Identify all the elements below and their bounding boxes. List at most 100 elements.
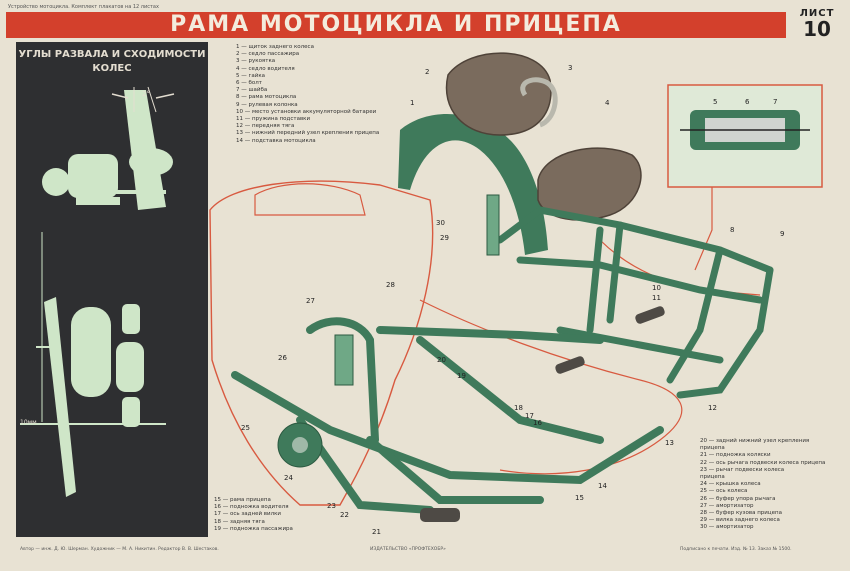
alignment-title: УГЛЫ РАЗВАЛА И СХОДИМОСТИ КОЛЕС bbox=[16, 48, 208, 76]
callout-9: 9 bbox=[780, 230, 784, 238]
callout-8: 8 bbox=[730, 226, 734, 234]
series-note: Устройство мотоцикла. Комплект плакатов … bbox=[8, 4, 159, 10]
callout-21: 21 bbox=[372, 528, 381, 536]
passenger-seat bbox=[445, 52, 552, 136]
alignment-diagram: 2° 10мм bbox=[20, 86, 175, 497]
callout-20: 20 bbox=[437, 356, 446, 364]
legend-item: 2 — седло пассажира bbox=[236, 51, 300, 58]
legend-item: 18 — задняя тяга bbox=[214, 518, 265, 525]
camber-tilt-line bbox=[147, 86, 157, 113]
sheet-indicator: ЛИСТ 10 bbox=[792, 8, 842, 39]
callout-17: 17 bbox=[525, 412, 534, 420]
title-banner bbox=[6, 12, 786, 38]
sidecar-frame bbox=[231, 317, 664, 514]
legend-bottom-left: 15 — рама прицепа 16 — подножка водителя… bbox=[214, 497, 293, 533]
sidecar-footboard bbox=[420, 508, 460, 522]
front-down-tube bbox=[676, 266, 774, 399]
sidecar-rear-rail bbox=[366, 436, 544, 504]
footer-right-credits: Подписано к печати. Изд. № 13. Заказ № 1… bbox=[680, 547, 792, 552]
legend-item: 27 — амортизатор bbox=[700, 502, 754, 509]
legend-item: 24 — крышка колеса bbox=[700, 481, 761, 488]
sidecar-floor-outline bbox=[419, 299, 683, 475]
passenger-footpeg bbox=[635, 306, 665, 324]
upper-rail bbox=[516, 256, 764, 304]
legend-item: 28 — буфер кузова прицепа bbox=[700, 510, 782, 517]
legend-item: 30 — амортизатор bbox=[700, 524, 754, 531]
inset-leader bbox=[694, 187, 713, 271]
grab-handle bbox=[520, 77, 558, 128]
front-wheel-top bbox=[122, 304, 140, 334]
sidecar-hoop bbox=[306, 317, 379, 444]
legend-item: 23 — рычаг подвески колеса bbox=[700, 466, 785, 473]
legend-item: 5 — гайка bbox=[236, 72, 266, 79]
motorcycle-body-top bbox=[116, 342, 144, 392]
legend-item: 3 — рукоятка bbox=[236, 58, 276, 65]
callout-4: 4 bbox=[605, 99, 610, 107]
sheet-label: ЛИСТ bbox=[799, 8, 835, 19]
side-view-wheel bbox=[42, 168, 70, 196]
toe-distance-label: 10мм bbox=[20, 419, 37, 426]
callout-7: 7 bbox=[773, 98, 777, 106]
footer-imprint: ИЗДАТЕЛЬСТВО «ПРОФТЕХОБР» bbox=[370, 547, 446, 552]
legend-item: прицепа bbox=[700, 474, 725, 481]
legend-item: 1 — щиток заднего колеса bbox=[236, 44, 314, 50]
callout-30: 30 bbox=[436, 219, 445, 227]
legend-item: 8 — рама мотоцикла bbox=[236, 94, 297, 101]
callout-14: 14 bbox=[598, 482, 607, 490]
rear-post bbox=[606, 221, 624, 324]
sheet-number: 10 bbox=[803, 17, 831, 41]
legend-item: 29 — вилка заднего колеса bbox=[700, 517, 780, 524]
legend-item: 20 — задний нижний узел крепления bbox=[700, 438, 810, 444]
legend-item: 22 — ось рычага подвески колеса прицепа bbox=[700, 459, 826, 466]
rear-shock bbox=[486, 194, 500, 256]
legend-top: 1 — щиток заднего колеса 2 — седло пасса… bbox=[236, 44, 379, 145]
footer-left-credits: Автор — инж. Д. Ю. Шерман. Художник — М.… bbox=[20, 547, 219, 552]
sidecar-diagonal bbox=[416, 336, 604, 444]
callout-26: 26 bbox=[278, 354, 287, 362]
fuel-tank-outline bbox=[254, 183, 366, 216]
alignment-title-line2: КОЛЕС bbox=[92, 63, 132, 74]
lower-rail bbox=[556, 326, 724, 364]
motorcycle-seat-side bbox=[129, 148, 173, 176]
callout-24: 24 bbox=[284, 474, 293, 482]
sidecar-front-rail bbox=[296, 416, 434, 514]
legend-item: 14 — подставка мотоцикла bbox=[236, 137, 316, 144]
legend-item: 12 — передняя тяга bbox=[236, 123, 295, 130]
legend-item: 17 — ось задней вилки bbox=[214, 511, 282, 518]
callout-27: 27 bbox=[306, 297, 315, 305]
alignment-title-line1: УГЛЫ РАЗВАЛА И СХОДИМОСТИ bbox=[18, 49, 206, 60]
sidecar-shock bbox=[334, 334, 354, 386]
down-tube bbox=[666, 246, 724, 384]
sidecar-base bbox=[76, 197, 120, 205]
rear-wheel-top bbox=[122, 397, 140, 427]
page-title: РАМА МОТОЦИКЛА И ПРИЦЕПА bbox=[170, 12, 622, 37]
legend-item: 9 — рулевая колонка bbox=[236, 101, 298, 108]
legend-item: 15 — рама прицепа bbox=[214, 497, 271, 503]
motorcycle-frame bbox=[496, 206, 774, 399]
seat-post bbox=[586, 226, 604, 334]
callout-5: 5 bbox=[713, 98, 717, 106]
camber-angle-label: 2° bbox=[142, 90, 150, 98]
callout-12: 12 bbox=[708, 404, 717, 412]
sidecar-main-rail bbox=[231, 371, 664, 485]
legend-item: прицепа bbox=[700, 445, 725, 452]
callout-16: 16 bbox=[533, 419, 542, 427]
callout-6: 6 bbox=[745, 98, 750, 106]
driver-seat bbox=[537, 147, 642, 221]
sidecar-body-top bbox=[71, 307, 111, 397]
legend-item: 16 — подножка водителя bbox=[214, 504, 289, 511]
legend-item: 25 — ось колеса bbox=[700, 488, 748, 495]
camber-arrows bbox=[111, 93, 175, 99]
callout-29: 29 bbox=[440, 234, 449, 242]
legend-item: 11 — пружина подставки bbox=[236, 116, 311, 123]
legend-item: 10 — место установки аккумуляторной бата… bbox=[236, 108, 377, 115]
callout-2: 2 bbox=[425, 68, 429, 76]
legend-item: 13 — нижний передний узел крепления приц… bbox=[236, 130, 380, 137]
sidecar-crossmember bbox=[376, 326, 604, 344]
sidecar-axle bbox=[292, 437, 308, 453]
sidecar-body-outline bbox=[209, 180, 434, 506]
callout-19: 19 bbox=[457, 372, 466, 380]
sidecar-body-side bbox=[68, 154, 118, 198]
legend-item: 4 — седло водителя bbox=[236, 65, 295, 72]
